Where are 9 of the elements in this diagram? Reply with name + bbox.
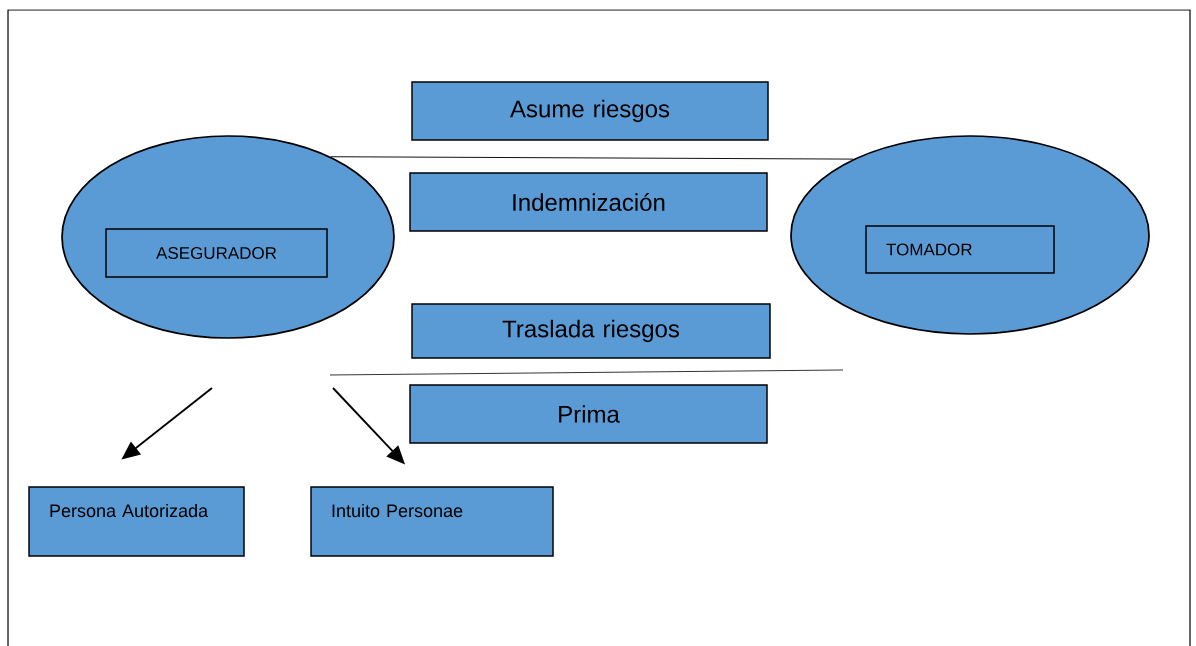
process-box: Intuito Personae	[310, 486, 554, 557]
concept-box: Traslada riesgos	[411, 303, 771, 359]
concept-box: Asume riesgos	[411, 81, 769, 141]
role-box: TOMADOR	[865, 225, 1055, 274]
concept-box: Indemnización	[409, 172, 768, 232]
process-box: Persona Autorizada	[28, 486, 245, 557]
role-box: ASEGURADOR	[105, 228, 328, 278]
concept-box: Prima	[409, 384, 768, 444]
connector-line	[330, 156, 854, 160]
